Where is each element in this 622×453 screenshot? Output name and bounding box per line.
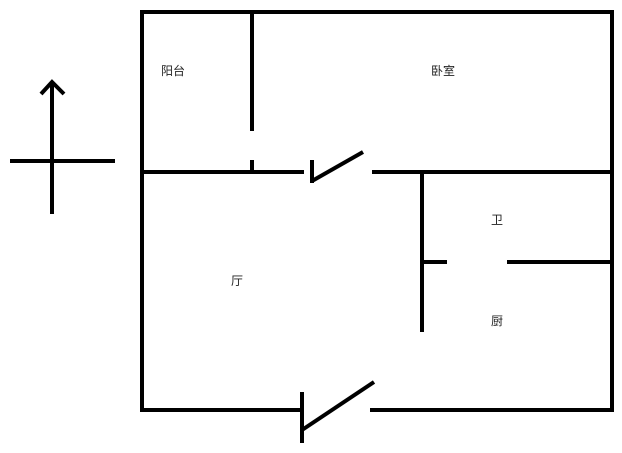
room-label-bedroom: 卧室 <box>431 63 455 78</box>
north-arrow-icon <box>10 79 115 214</box>
entrance-door-icon <box>300 380 376 443</box>
bedroom-door-icon <box>310 150 364 183</box>
room-label-bathroom: 卫 <box>491 213 503 227</box>
room-label-balcony: 阳台 <box>161 63 185 78</box>
interior-walls <box>142 12 612 332</box>
room-label-kitchen: 厨 <box>491 314 503 328</box>
outer-walls <box>140 10 614 412</box>
room-label-living: 厅 <box>231 274 243 288</box>
